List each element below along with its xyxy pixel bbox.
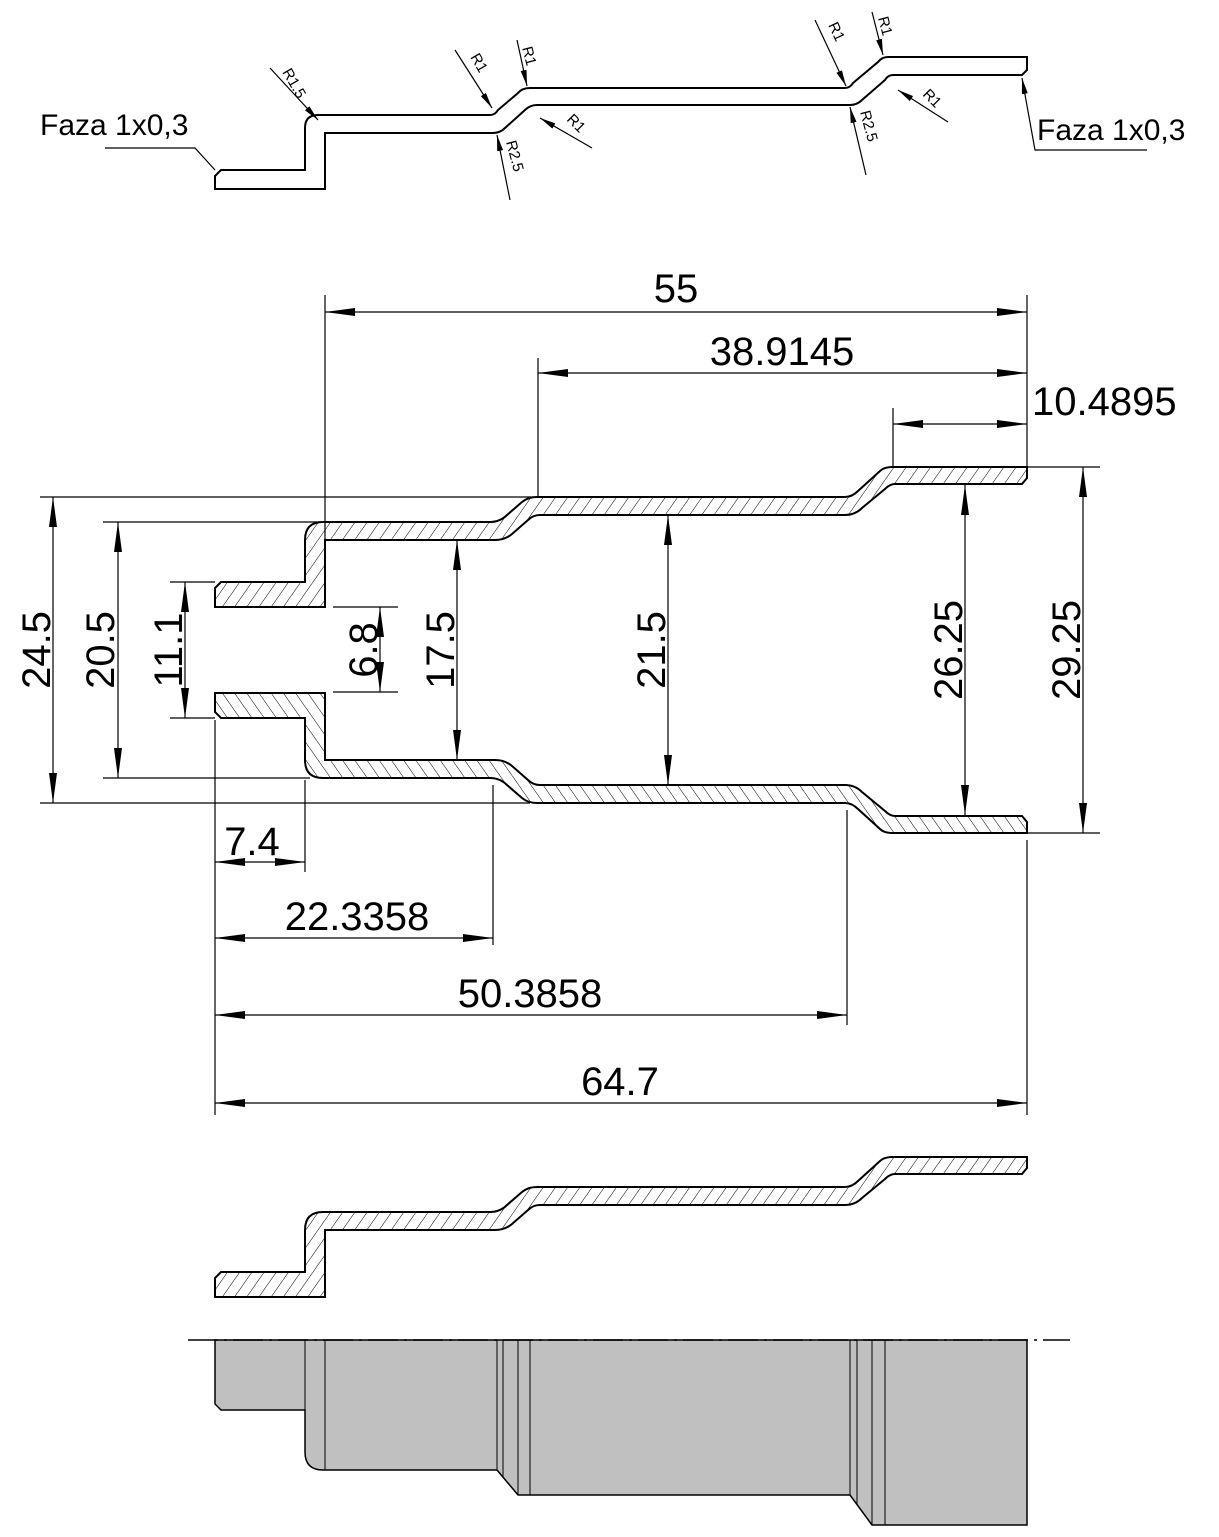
dim-64-7: 64.7	[581, 1060, 659, 1104]
dim-21-5: 21.5	[630, 611, 674, 689]
radius-leader	[539, 117, 593, 149]
radius-label: R1.5	[279, 66, 310, 102]
half-section-wall	[214, 1156, 1028, 1298]
radius-leader	[516, 39, 528, 87]
shaded-exterior-view	[188, 1339, 1070, 1526]
radius-label: R2.5	[856, 109, 881, 144]
dimensions: 55 38.9145 10.4895 29.25 26.25 21.5 17.5…	[15, 267, 1177, 1115]
dim-29-25: 29.25	[1045, 600, 1089, 700]
chamfer-label-right: Faza 1x0,3	[1037, 114, 1185, 147]
section-lower-wall	[214, 692, 1028, 834]
radius-leader	[496, 134, 511, 201]
radius-label: R1	[563, 111, 589, 137]
chamfer-label-left: Faza 1x0,3	[40, 109, 188, 142]
main-section-view	[214, 466, 1028, 834]
extension-lines	[40, 295, 1100, 1115]
dim-7-4: 7.4	[224, 820, 280, 864]
top-profile-view: Faza 1x0,3 Faza 1x0,3 R1.5 R1 R1 R1 R2.5…	[40, 11, 1185, 201]
chamfer-leader-left	[105, 147, 216, 171]
dim-50-3858: 50.3858	[458, 972, 603, 1016]
dim-10-4895: 10.4895	[1032, 380, 1177, 424]
radius-leader	[814, 19, 847, 87]
radius-leader	[269, 67, 319, 121]
dim-24-5: 24.5	[15, 611, 59, 689]
dim-26-25: 26.25	[927, 600, 971, 700]
half-section-view	[214, 1156, 1028, 1298]
shaded-edges	[304, 1340, 886, 1525]
radius-label: R1	[824, 20, 848, 45]
chamfer-leader-right	[1021, 77, 1147, 151]
radius-label: R1	[919, 86, 945, 112]
dim-22-3358: 22.3358	[285, 895, 430, 939]
shaded-body	[214, 1339, 1028, 1526]
dim-17-5: 17.5	[419, 611, 463, 689]
radius-label: R1	[467, 51, 491, 76]
radius-label: R1	[518, 45, 539, 68]
radius-label: R2.5	[502, 139, 527, 174]
radius-leader	[897, 89, 949, 123]
radius-leader	[871, 11, 884, 56]
dim-11-1: 11.1	[147, 613, 191, 688]
radius-leader	[454, 49, 493, 109]
radius-leader	[849, 106, 867, 176]
dim-38-9145: 38.9145	[710, 330, 855, 374]
radius-label: R1	[874, 15, 895, 38]
dim-55: 55	[654, 267, 699, 311]
section-upper-wall	[214, 466, 1028, 608]
dim-20-5: 20.5	[79, 611, 123, 689]
dim-6-8: 6.8	[342, 622, 386, 678]
top-profile-outline	[214, 56, 1028, 190]
